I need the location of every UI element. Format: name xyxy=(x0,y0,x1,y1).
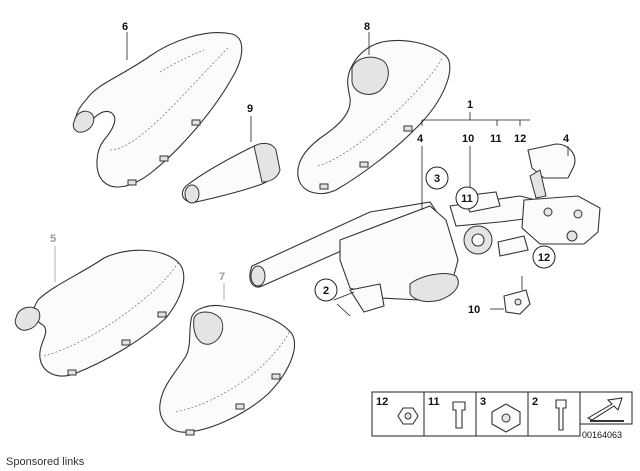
svg-text:3: 3 xyxy=(480,396,486,408)
circle-label-2: 2 xyxy=(314,278,338,302)
label-part-7: 7 xyxy=(219,271,225,283)
label-part-9: 9 xyxy=(247,103,253,115)
svg-text:12: 12 xyxy=(538,252,550,264)
part-10-bracket xyxy=(503,276,531,315)
svg-text:2: 2 xyxy=(323,285,329,297)
label-part-10-top: 10 xyxy=(462,133,474,145)
label-part-8: 8 xyxy=(364,21,370,33)
svg-text:11: 11 xyxy=(461,193,473,205)
label-part-12-top: 12 xyxy=(514,133,526,145)
label-part-4-right: 4 xyxy=(563,133,570,145)
part-4-clip xyxy=(527,143,576,199)
part-7-handbrake-boot xyxy=(159,304,296,436)
circle-label-11: 11 xyxy=(455,186,479,210)
legend-2-screw: 2 xyxy=(527,391,581,437)
circle-label-3: 3 xyxy=(425,166,449,190)
svg-text:2: 2 xyxy=(532,396,538,408)
svg-text:3: 3 xyxy=(434,173,440,185)
circle-label-12: 12 xyxy=(532,245,556,269)
label-part-11-top: 11 xyxy=(490,133,502,145)
svg-text:11: 11 xyxy=(428,396,440,408)
label-part-1: 1 xyxy=(467,99,473,111)
svg-text:12: 12 xyxy=(376,396,388,408)
part-9-handbrake-grip xyxy=(181,142,281,204)
label-part-6: 6 xyxy=(122,21,128,33)
label-part-5: 5 xyxy=(50,233,56,245)
part-5-handbrake-boot xyxy=(14,249,185,377)
legend-3-nut: 3 xyxy=(475,391,529,437)
part-6-handbrake-boot xyxy=(72,32,243,188)
legend-arrow-icon xyxy=(579,391,633,425)
cable-bracket xyxy=(497,195,601,257)
legend-11-bolt: 11 xyxy=(423,391,477,437)
legend-12-nut: 12 xyxy=(371,391,425,437)
label-part-4-top: 4 xyxy=(417,133,424,145)
parts-diagram: 6 8 9 1 4 10 11 12 4 5 7 10 3 11 12 2 12… xyxy=(14,21,633,437)
sponsored-links[interactable]: Sponsored links xyxy=(6,456,85,468)
label-part-10-bottom: 10 xyxy=(468,304,480,316)
catalog-number: 00164063 xyxy=(582,430,623,440)
part-8-handbrake-boot xyxy=(297,39,451,194)
